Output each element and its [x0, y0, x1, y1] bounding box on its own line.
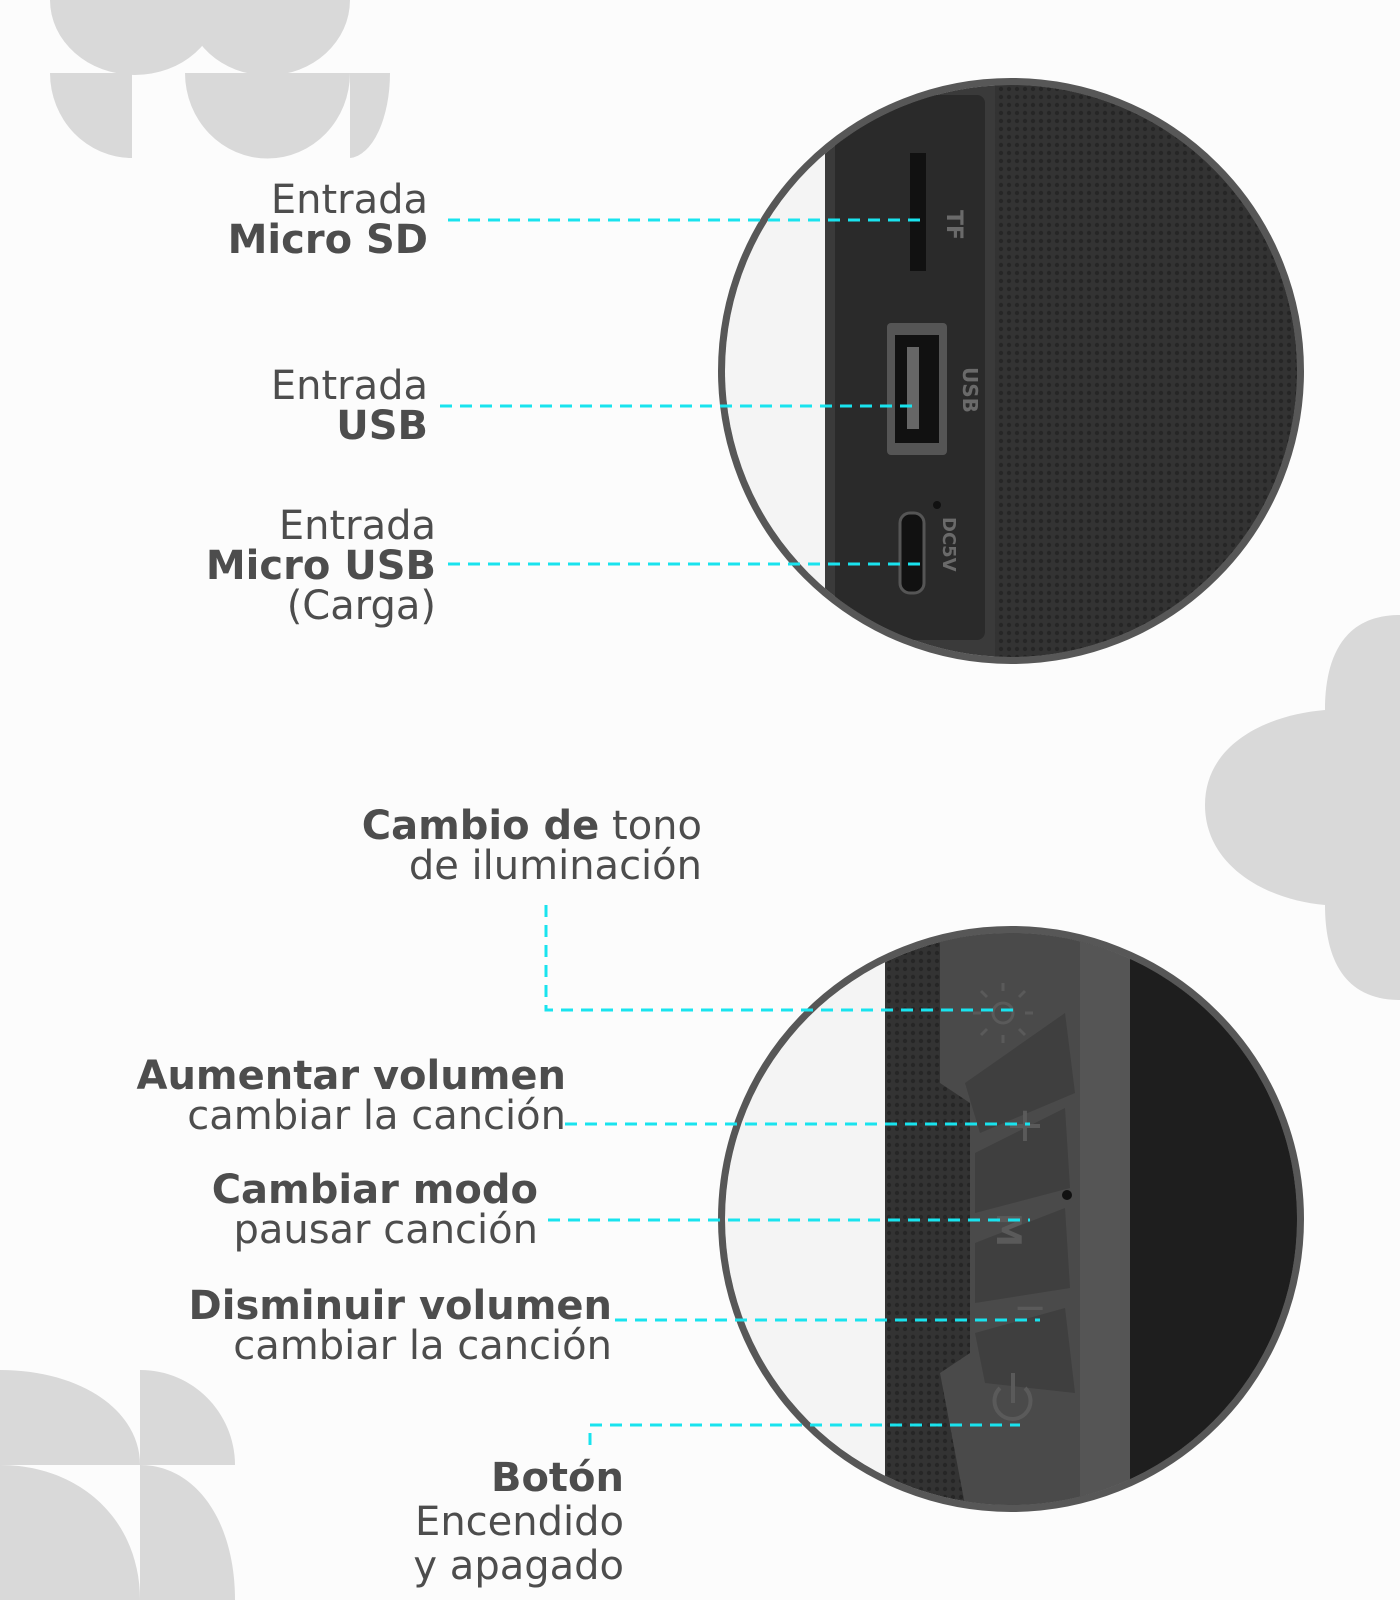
power-icon	[992, 1373, 1033, 1421]
tf-marking: TF	[941, 210, 966, 240]
callout-volume-down-line1: Disminuir volumen	[188, 1283, 612, 1329]
decor-shapes-bottom-left	[0, 1370, 235, 1600]
callout-micro-sd-line1: Entrada	[270, 177, 428, 223]
callout-mode-line1: Cambiar modo	[211, 1167, 538, 1213]
callout-power: Botón Encendido y apagado	[413, 1456, 624, 1588]
callout-usb: Entrada USB	[271, 366, 428, 446]
callout-micro-usb-line3: (Carga)	[286, 583, 436, 629]
callout-micro-usb: Entrada Micro USB (Carga)	[206, 506, 436, 626]
sun-icon	[973, 983, 1033, 1043]
callout-usb-line1: Entrada	[270, 363, 428, 409]
decor-shapes-top-left	[50, 0, 390, 159]
mode-indicator-dot	[1062, 1190, 1072, 1200]
callout-power-line1: Botón	[490, 1455, 624, 1501]
callout-micro-sd: Entrada Micro SD	[228, 180, 428, 260]
callout-micro-sd-line2: Micro SD	[227, 217, 428, 263]
callout-power-line2: Encendido	[415, 1499, 624, 1545]
decor-cloud-right	[1205, 615, 1400, 1000]
callout-usb-line2: USB	[336, 403, 428, 449]
callout-power-line3: y apagado	[413, 1543, 624, 1589]
callout-volume-up-line1: Aumentar volumen	[136, 1053, 566, 1099]
callout-light-tone: Cambio de tono de iluminación	[362, 806, 702, 886]
callout-volume-up-line2: cambiar la canción	[187, 1093, 566, 1139]
callout-micro-usb-line1: Entrada	[278, 503, 436, 549]
dc5v-marking: DC5V	[938, 517, 959, 572]
usb-marking: USB	[958, 367, 982, 413]
callout-micro-usb-line2: Micro USB	[205, 543, 436, 589]
callout-light-bold: Cambio de	[361, 803, 600, 849]
callout-volume-down: Disminuir volumen cambiar la canción	[189, 1286, 612, 1366]
leader-power	[588, 1423, 1020, 1445]
callout-mode-line2: pausar canción	[233, 1207, 538, 1253]
minus-icon: −	[1013, 1285, 1047, 1331]
callout-light-tail: tono	[599, 803, 702, 849]
buttons-closeup-photo: + M −	[718, 926, 1304, 1512]
callout-volume-down-line2: cambiar la canción	[233, 1323, 612, 1369]
callout-volume-up: Aumentar volumen cambiar la canción	[136, 1056, 566, 1136]
callout-mode: Cambiar modo pausar canción	[212, 1170, 538, 1250]
callout-light-line2: de iluminación	[408, 843, 702, 889]
leader-light	[544, 905, 1020, 1012]
